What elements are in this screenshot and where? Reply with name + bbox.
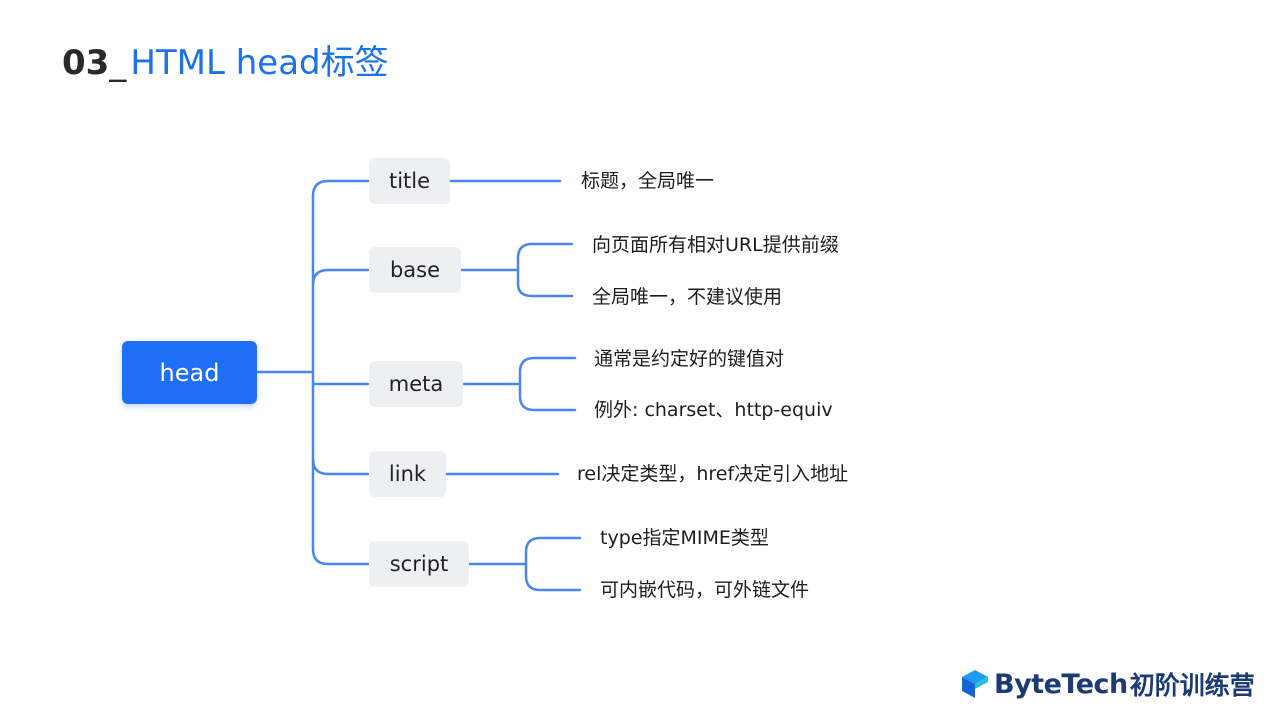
leaf-meta-0: 通常是约定好的键值对 [594,348,785,370]
title-text: HTML head标签 [130,43,389,83]
leaf-script-connector [467,536,582,592]
brand-program: 初阶训练营 [1129,671,1255,700]
leaf-title-0: 标题，全局唯一 [581,170,715,192]
leaf-base-connector [459,242,574,298]
leaf-script-0: type指定MIME类型 [600,527,769,549]
root-node-head: head [122,341,257,404]
branch-node-meta: meta [369,361,463,407]
leaf-link-0: rel决定类型，href决定引入地址 [577,463,849,485]
branch-link-connector [311,457,370,476]
bytetech-logo-icon [962,670,988,698]
branch-node-title: title [369,158,450,204]
leaf-script-1: 可内嵌代码，可外链文件 [600,579,810,601]
leaf-base-1: 全局唯一，不建议使用 [592,286,783,308]
brand-logo-block: ByteTech 初阶训练营 [962,662,1255,706]
branch-base-connector [311,268,370,287]
brand-name: ByteTech [994,668,1128,700]
leaf-base-0: 向页面所有相对URL提供前缀 [592,234,839,256]
trunk-line [311,179,370,198]
branch-node-base: base [369,247,461,293]
leaf-meta-1: 例外: charset、http-equiv [594,399,833,421]
branch-node-script: script [369,541,469,587]
slide-title: 03_HTML head标签 [62,38,389,88]
branch-node-link: link [369,451,446,497]
leaf-meta-connector [461,356,577,412]
title-separator: _ [109,43,127,83]
title-number: 03 [62,43,110,83]
trunk-line-bottom [311,194,370,566]
